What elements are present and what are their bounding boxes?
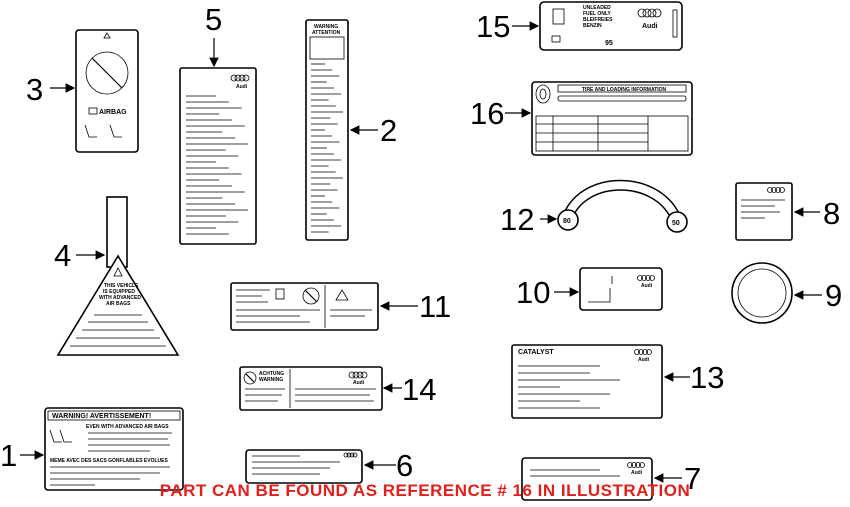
part-9-round-label[interactable]: 9: [731, 262, 842, 324]
airbag-text: AIRBAG: [99, 109, 127, 116]
callout-4: 4: [54, 238, 71, 273]
triangle-text: WITH ADVANCED: [99, 295, 141, 301]
audi-rings-icon: [230, 74, 250, 82]
callout-8: 8: [823, 196, 840, 231]
triangle-text: AIR BAGS: [106, 301, 131, 307]
part-8-label[interactable]: 8: [735, 182, 840, 241]
brand-text: Audi: [631, 470, 643, 476]
hose-start-text: 80: [563, 218, 571, 225]
part-12-hose-label[interactable]: 12 80 50: [500, 179, 688, 237]
callout-9: 9: [825, 278, 842, 313]
fuel-text: BLEIFREIES: [583, 17, 613, 23]
part-6-label[interactable]: 6: [245, 448, 413, 484]
callout-10: 10: [516, 275, 550, 310]
warning-text: WARNING: [314, 24, 338, 30]
callout-3: 3: [26, 72, 43, 107]
callout-1: 1: [0, 438, 17, 473]
callout-15: 15: [476, 9, 510, 44]
part-14-achtung-label[interactable]: ACHTUNG WARNING Audi 14: [239, 366, 436, 411]
part-1-airbag-warning-label[interactable]: 1 WARNING! AVERTISSEMENT! EVEN WITH ADVA…: [0, 407, 184, 491]
callout-7: 7: [684, 461, 701, 496]
part-5-info-label[interactable]: 5 Audi: [179, 2, 257, 245]
callout-5: 5: [205, 2, 222, 37]
part-2-warning-strip-label[interactable]: WARNING ATTENTION 2: [305, 19, 397, 241]
callout-11: 11: [419, 289, 451, 324]
callout-16: 16: [470, 96, 504, 131]
part-7-label[interactable]: Audi 7: [521, 457, 701, 501]
fuel-text: FUEL ONLY: [583, 11, 611, 17]
fuel-text: UNLEADED: [583, 5, 611, 11]
part-4-triangle-label[interactable]: 4 THIS VEHICLE IS EQUIPPED WITH ADVANCED…: [54, 196, 180, 356]
triangle-text: IS EQUIPPED: [103, 289, 135, 295]
part-3-airbag-label[interactable]: 3 AIRBAG: [26, 29, 139, 153]
callout-12: 12: [500, 202, 534, 237]
warning-triangle-icon: [113, 267, 123, 277]
fuel-pump-icon: [552, 8, 565, 25]
brand-text: Audi: [638, 357, 650, 363]
attention-text: ATTENTION: [312, 30, 341, 36]
fuel-text: BENZIN: [583, 23, 602, 29]
seat-icon: [49, 429, 72, 443]
warning-line: EVEN WITH ADVANCED AIR BAGS: [86, 424, 169, 430]
catalyst-text: CATALYST: [518, 349, 554, 356]
tire-icon: [535, 84, 551, 104]
brand-text: Audi: [642, 23, 658, 30]
book-icon: [88, 107, 98, 115]
callout-2: 2: [380, 113, 397, 148]
reference-notice: PART CAN BE FOUND AS REFERENCE # 16 IN I…: [159, 481, 691, 500]
achtung-text: ACHTUNG: [259, 371, 284, 377]
part-11-label[interactable]: 11: [230, 282, 451, 331]
part-16-tire-loading-label[interactable]: 16 TIRE AND LOADING INFORMATION: [470, 81, 693, 156]
triangle-text: THIS VEHICLE: [104, 283, 139, 289]
tire-info-title: TIRE AND LOADING INFORMATION: [582, 87, 667, 93]
brand-text: Audi: [353, 380, 365, 386]
octane-text: 95: [605, 40, 613, 47]
part-15-fuel-label[interactable]: 15 UNLEADED FUEL ONLY BLEIFREIES BENZIN …: [476, 1, 683, 51]
hose-end-text: 50: [672, 220, 680, 227]
brand-text: Audi: [236, 84, 248, 90]
book-icon: [551, 35, 561, 43]
callout-13: 13: [690, 360, 724, 395]
warning-title: WARNING! AVERTISSEMENT!: [52, 413, 151, 420]
part-10-label[interactable]: 10 Audi: [516, 267, 663, 311]
part-13-catalyst-label[interactable]: CATALYST Audi 13: [511, 344, 724, 419]
callout-14: 14: [402, 372, 436, 407]
brand-text: Audi: [641, 283, 653, 289]
seat-icon: [84, 124, 122, 138]
callout-6: 6: [396, 448, 413, 483]
warning-line: MEME AVEC DES SACS GONFLABLES EVOLUES: [50, 458, 168, 464]
achtung-warning-text: WARNING: [259, 377, 283, 383]
